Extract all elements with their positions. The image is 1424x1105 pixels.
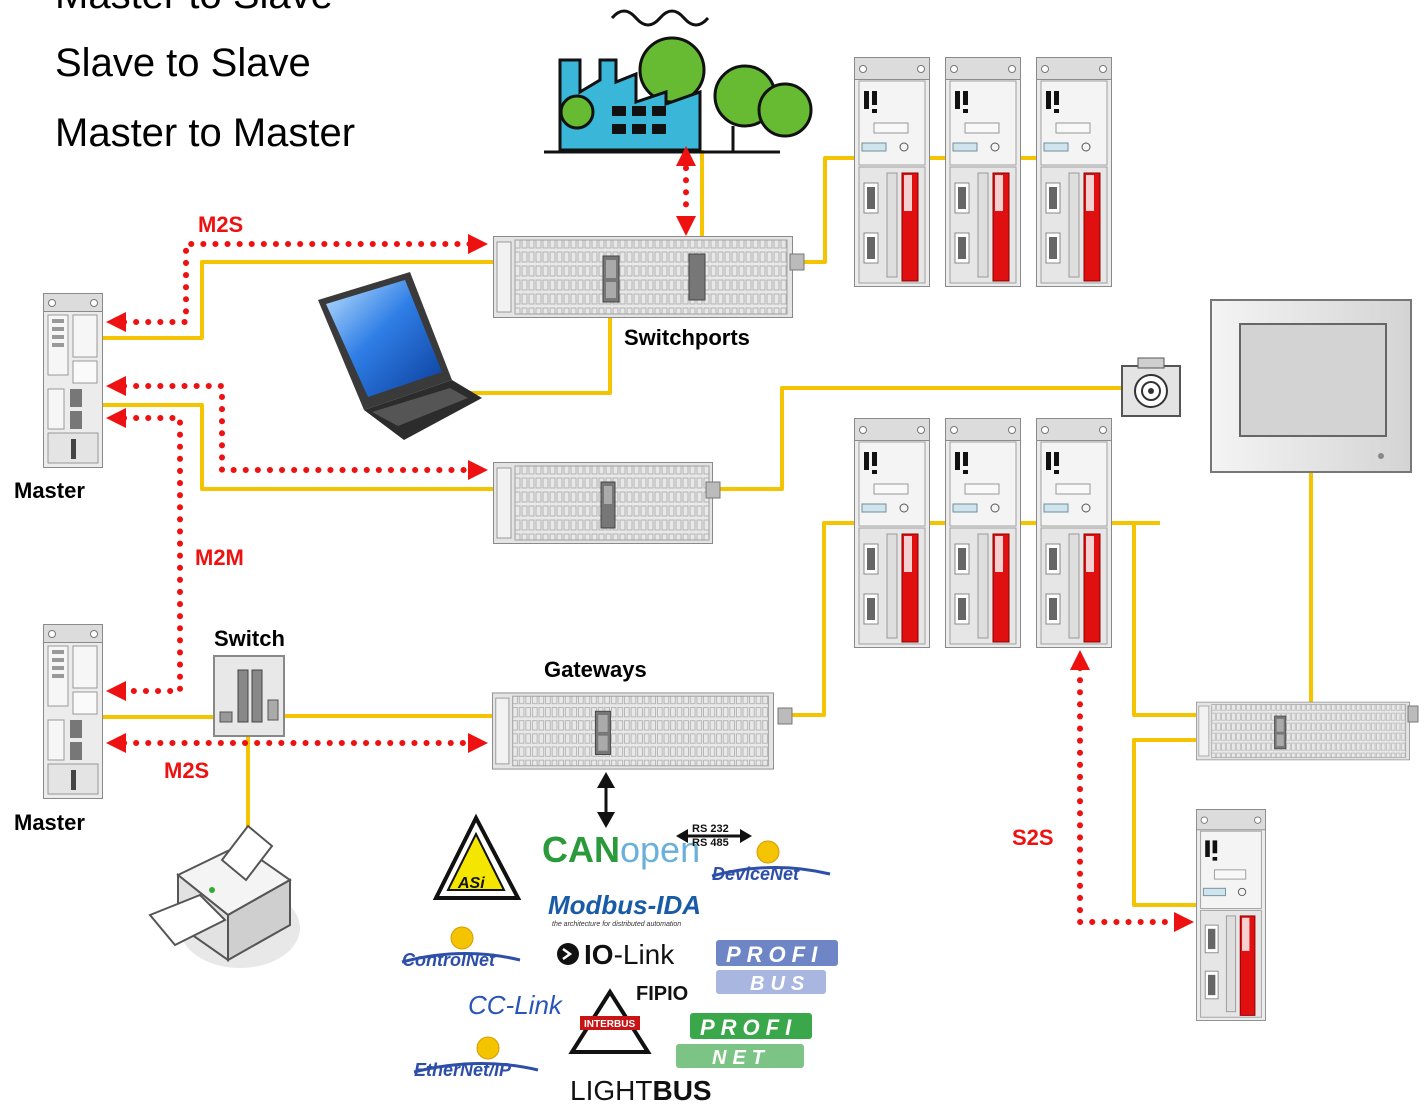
io-link-light: -Link xyxy=(614,939,676,970)
profibus-logo: PROFI BUS xyxy=(716,940,838,995)
drive-top-1 xyxy=(854,57,930,287)
ethernet-ip-logo: EtherNet/IP xyxy=(413,1036,539,1080)
printer-icon xyxy=(148,824,300,968)
switch-icon xyxy=(213,655,285,737)
gateway-terminal xyxy=(492,692,774,770)
link-arrowheads xyxy=(106,146,1194,932)
switchports-terminal xyxy=(492,236,794,318)
drive-mid-1 xyxy=(854,418,930,648)
link-m2m xyxy=(121,415,183,694)
label-gateways: Gateways xyxy=(544,657,647,682)
cable-switchports-drives xyxy=(795,156,1078,264)
lightbus-light: LIGHT xyxy=(570,1075,652,1105)
rs232-text: RS 232 xyxy=(692,823,729,835)
master-bottom xyxy=(43,624,103,799)
drive-mid-3 xyxy=(1036,418,1112,648)
encoder-icon xyxy=(1121,357,1181,417)
profibus-bottom-text: BUS xyxy=(750,973,810,995)
header-line-3: Master to Master xyxy=(55,111,355,155)
laptop-icon xyxy=(318,272,482,440)
profinet-logo: PROFI NET xyxy=(676,1013,812,1069)
rs232-rs485-logo: RS 232 RS 485 xyxy=(676,823,752,849)
io-link-logo: IO-Link xyxy=(557,939,675,970)
cable-terminal3-drive4 xyxy=(1132,738,1222,907)
cable-laptop-switchports xyxy=(458,300,612,395)
devicenet-logo: DeviceNet xyxy=(711,840,831,884)
cable-drives-terminal3 xyxy=(1106,521,1200,717)
drive-top-3 xyxy=(1036,57,1112,287)
cable-master-switchports xyxy=(98,260,498,340)
hmi-panel-icon xyxy=(1210,299,1412,473)
master-top xyxy=(43,293,103,468)
interbus-text: INTERBUS xyxy=(584,1019,635,1030)
profinet-bottom-text: NET xyxy=(712,1047,770,1069)
canopen-logo: CANopen xyxy=(542,829,700,870)
protocol-logos: ASi CANopen RS 232 RS 485 DeviceNet Modb… xyxy=(401,813,838,1105)
cable-master-terminal2 xyxy=(98,403,498,491)
modbus-ida-text: Modbus-IDA xyxy=(548,890,701,920)
io-link-bold: IO xyxy=(584,939,614,970)
modbus-ida-logo: Modbus-IDA the architecture for distribu… xyxy=(548,890,701,928)
devicenet-logo-text: DeviceNet xyxy=(712,864,800,884)
header-line-1: Master to Slave xyxy=(55,0,333,17)
controlnet-logo: ControlNet xyxy=(401,926,521,970)
io-link-text: IO-Link xyxy=(584,939,675,970)
factory-icon xyxy=(544,9,813,154)
controlnet-logo-text: ControlNet xyxy=(402,950,496,970)
label-switch: Switch xyxy=(214,626,285,651)
lightbus-logo: LIGHTBUS xyxy=(570,1075,712,1105)
drive-top-2 xyxy=(945,57,1021,287)
label-master-top: Master xyxy=(14,478,85,503)
cc-link-logo: CC-Link xyxy=(468,990,564,1020)
drive-mid-2 xyxy=(945,418,1021,648)
interbus-logo: INTERBUS xyxy=(568,988,652,1054)
io-terminal-right xyxy=(1196,701,1410,761)
gateway-fieldbus-arrow xyxy=(597,772,615,828)
canopen-logo-bold: CAN xyxy=(542,829,620,870)
label-m2s-top: M2S xyxy=(198,212,243,237)
link-master-terminal2 xyxy=(121,383,473,473)
fipio-logo: FIPIO xyxy=(636,983,688,1005)
label-s2s: S2S xyxy=(1012,825,1054,850)
asi-logo: ASi xyxy=(432,813,522,900)
profibus-top-text: PROFI xyxy=(726,942,823,967)
lightbus-bold: BUS xyxy=(652,1075,711,1105)
profinet-top-text: PROFI xyxy=(700,1015,797,1040)
dotted-links xyxy=(121,165,1179,925)
label-switchports: Switchports xyxy=(624,325,750,350)
cable-terminal2-encoder xyxy=(712,386,1122,491)
drive-bottom xyxy=(1196,809,1266,1021)
rs485-text: RS 485 xyxy=(692,837,729,849)
modbus-ida-subtext: the architecture for distributed automat… xyxy=(552,921,681,928)
label-master-bottom: Master xyxy=(14,810,85,835)
label-m2s-bottom: M2S xyxy=(164,758,209,783)
label-m2m: M2M xyxy=(195,545,244,570)
asi-logo-text: ASi xyxy=(457,875,485,892)
header-line-2: Slave to Slave xyxy=(55,41,311,85)
io-terminal-middle xyxy=(492,462,714,544)
link-s2s xyxy=(1077,665,1179,925)
ethernet-ip-text: EtherNet/IP xyxy=(414,1060,512,1080)
